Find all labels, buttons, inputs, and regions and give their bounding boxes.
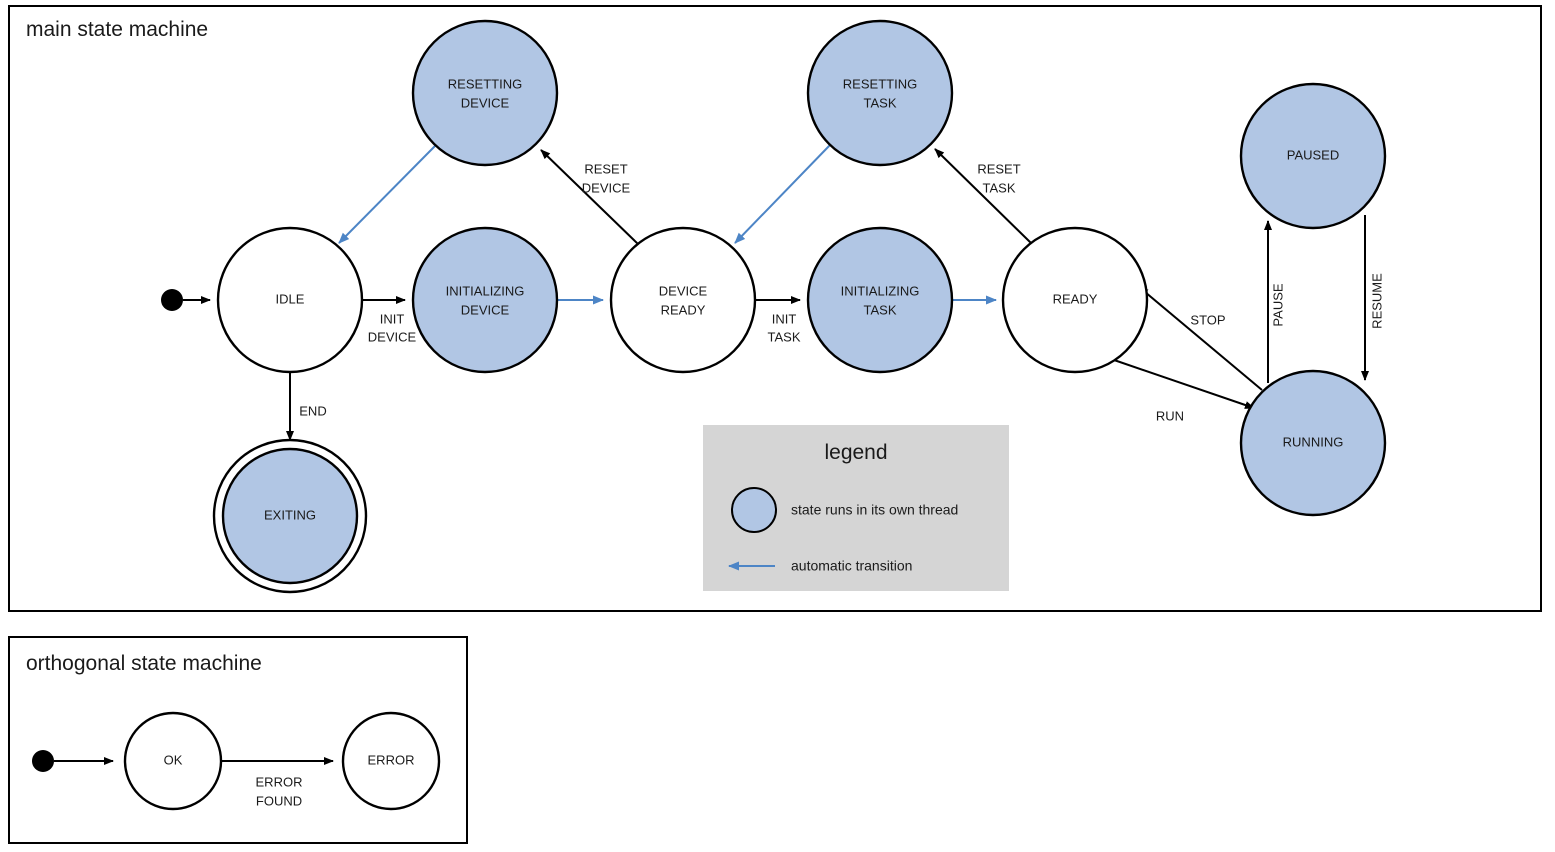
transition-running-to-ready (1138, 286, 1263, 391)
state-running-label: RUNNING (1283, 434, 1344, 449)
state-initializing-device-shape (411, 226, 559, 374)
state-exiting[interactable]: EXITING (212, 438, 368, 594)
state-resetting-device-label-line1: RESETTING (448, 76, 522, 91)
state-resetting-device-label-line2: DEVICE (461, 95, 510, 110)
state-idle[interactable]: IDLE (216, 226, 364, 374)
transition-label-reset-task-line2: TASK (983, 180, 1016, 195)
orthogonal-machine-title: orthogonal state machine (26, 652, 262, 675)
legend-auto-transition-label: automatic transition (791, 558, 912, 574)
transition-label-reset-task-line1: RESET (977, 161, 1020, 176)
legend-thread-state-label: state runs in its own thread (791, 502, 958, 518)
state-ok-shape (123, 711, 223, 811)
transition-label-error-found-line2: FOUND (256, 793, 302, 808)
state-device-ready[interactable]: DEVICE READY (609, 226, 757, 374)
state-ready-label: READY (1053, 291, 1098, 306)
state-resetting-task-label-line1: RESETTING (843, 76, 917, 91)
state-error-label: ERROR (368, 752, 415, 767)
state-paused[interactable]: PAUSED (1239, 82, 1387, 230)
state-ok[interactable]: OK (123, 711, 223, 811)
main-start-marker (161, 289, 183, 311)
state-initializing-task-shape (806, 226, 954, 374)
state-device-ready-label-line2: READY (661, 302, 706, 317)
legend-title: legend (824, 441, 887, 464)
state-initializing-task[interactable]: INITIALIZING TASK (806, 226, 954, 374)
state-resetting-device[interactable]: RESETTING DEVICE (411, 19, 559, 167)
legend: legend state runs in its own thread auto… (703, 425, 1009, 591)
state-initializing-task-label-line2: TASK (864, 302, 897, 317)
transition-label-init-device-line1: INIT (380, 311, 405, 326)
transition-label-run: RUN (1156, 408, 1184, 423)
state-running[interactable]: RUNNING (1239, 369, 1387, 517)
transition-resetting-task-to-device-ready (734, 144, 831, 244)
transition-label-init-device-line2: DEVICE (368, 329, 417, 344)
state-error-shape (341, 711, 441, 811)
transition-label-resume: RESUME (1369, 273, 1384, 329)
state-idle-label: IDLE (276, 291, 305, 306)
transition-label-reset-device-line1: RESET (584, 161, 627, 176)
state-ready-shape (1001, 226, 1149, 374)
transition-label-end: END (299, 403, 326, 418)
state-initializing-device-label-line1: INITIALIZING (446, 283, 525, 298)
state-paused-shape (1239, 82, 1387, 230)
main-machine-title: main state machine (26, 18, 208, 41)
state-device-ready-shape (609, 226, 757, 374)
state-paused-label: PAUSED (1287, 147, 1340, 162)
transition-label-stop: STOP (1190, 312, 1225, 327)
state-idle-shape (216, 226, 364, 374)
transition-label-init-task-line2: TASK (768, 329, 801, 344)
state-error[interactable]: ERROR (341, 711, 441, 811)
transition-ready-to-resetting-task (934, 148, 1032, 244)
state-initializing-device[interactable]: INITIALIZING DEVICE (411, 226, 559, 374)
state-device-ready-label-line1: DEVICE (659, 283, 708, 298)
state-resetting-task-shape (806, 19, 954, 167)
state-resetting-device-shape (411, 19, 559, 167)
orthogonal-start-marker (32, 750, 54, 772)
state-resetting-task[interactable]: RESETTING TASK (806, 19, 954, 167)
state-exiting-label: EXITING (264, 507, 316, 522)
state-ok-label: OK (164, 752, 183, 767)
transition-device-ready-to-resetting-device (540, 149, 639, 245)
state-initializing-device-label-line2: DEVICE (461, 302, 510, 317)
transition-resetting-device-to-idle (338, 145, 436, 244)
state-initializing-task-label-line1: INITIALIZING (841, 283, 920, 298)
transition-label-pause: PAUSE (1270, 283, 1285, 326)
transition-label-init-task-line1: INIT (772, 311, 797, 326)
transition-ready-to-running (1113, 359, 1255, 409)
state-exiting-shape (221, 447, 359, 585)
transition-label-error-found-line1: ERROR (256, 774, 303, 789)
state-resetting-task-label-line2: TASK (864, 95, 897, 110)
state-ready[interactable]: READY (1001, 226, 1149, 374)
state-running-shape (1239, 369, 1387, 517)
legend-thread-state-icon (731, 487, 777, 533)
transition-label-reset-device-line2: DEVICE (582, 180, 631, 195)
